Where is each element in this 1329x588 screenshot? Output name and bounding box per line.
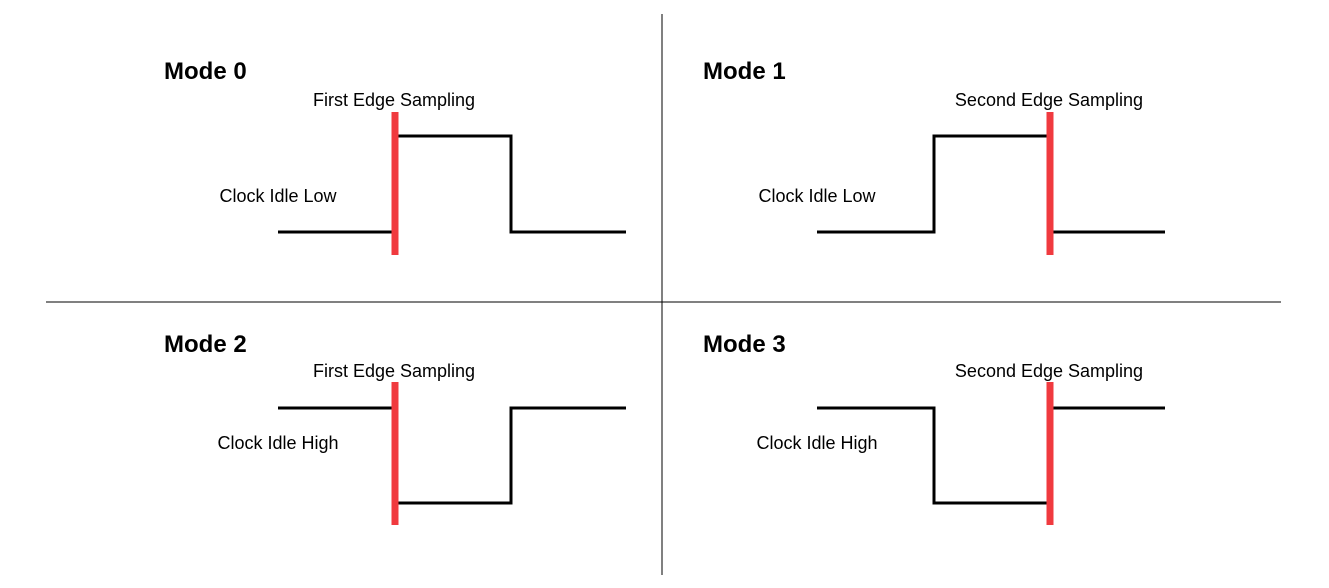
mode-3-panel: Mode 3 Second Edge Sampling Clock Idle H… (703, 331, 1165, 525)
mode-0-sampling-label: First Edge Sampling (313, 90, 475, 110)
mode-3-sampling-label: Second Edge Sampling (955, 361, 1143, 381)
mode-2-sampling-label: First Edge Sampling (313, 361, 475, 381)
mode-0-panel: Mode 0 First Edge Sampling Clock Idle Lo… (164, 58, 626, 255)
mode-0-clock-label: Clock Idle Low (219, 186, 337, 206)
mode-3-title: Mode 3 (703, 331, 786, 358)
mode-3-clock-label: Clock Idle High (756, 433, 877, 453)
mode-3-clock-waveform (817, 406, 1165, 505)
mode-1-panel: Mode 1 Second Edge Sampling Clock Idle L… (703, 58, 1165, 255)
mode-0-title: Mode 0 (164, 58, 247, 85)
mode-2-clock-waveform (278, 406, 626, 505)
mode-2-clock-label: Clock Idle High (217, 433, 338, 453)
mode-1-clock-label: Clock Idle Low (758, 186, 876, 206)
mode-1-sampling-label: Second Edge Sampling (955, 90, 1143, 110)
mode-1-title: Mode 1 (703, 58, 786, 85)
mode-2-title: Mode 2 (164, 331, 247, 358)
mode-2-panel: Mode 2 First Edge Sampling Clock Idle Hi… (164, 331, 626, 525)
mode-1-clock-waveform (817, 134, 1165, 234)
mode-0-clock-waveform (278, 134, 626, 234)
